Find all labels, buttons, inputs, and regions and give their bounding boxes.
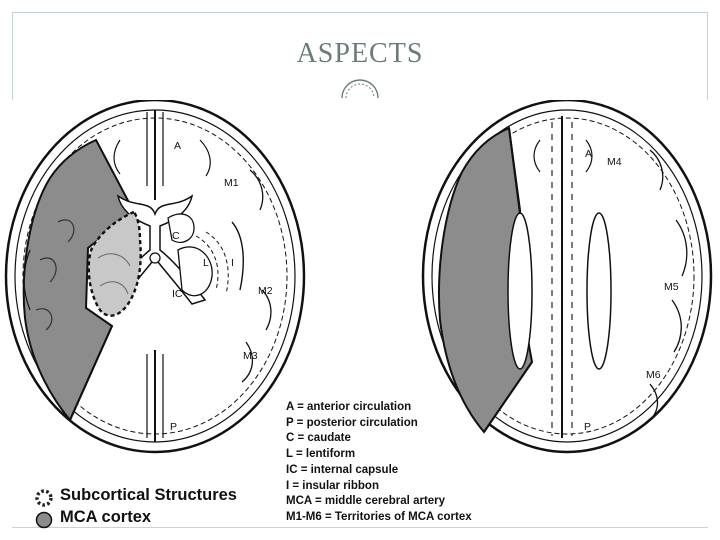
- legend-line: I = insular ribbon: [286, 479, 379, 492]
- legend-line: L = lentiform: [286, 448, 356, 461]
- dotted-circle-icon: [35, 489, 53, 507]
- key-subcortical-label: Subcortical Structures: [60, 486, 237, 504]
- left-brain-slice: [4, 100, 306, 454]
- legend-line: MCA = middle cerebral artery: [286, 495, 446, 508]
- legend-line: M1-M6 = Territories of MCA cortex: [286, 510, 472, 523]
- gray-circle-icon: [35, 511, 53, 529]
- key-mca-cortex-label: MCA cortex: [60, 508, 152, 526]
- label-m1: M1: [224, 177, 239, 189]
- slide-title: ASPECTS: [296, 38, 424, 69]
- label-c: C: [172, 230, 180, 242]
- legend-line: P = posterior circulation: [286, 416, 418, 429]
- frame-left-line: [12, 12, 13, 100]
- label-m3: M3: [243, 350, 258, 362]
- label-m5: M5: [664, 281, 679, 293]
- label-i: I: [231, 257, 234, 269]
- frame-top-line: [12, 12, 708, 13]
- label-m2: M2: [258, 285, 273, 297]
- label-l: L: [203, 257, 209, 269]
- label-p-right: P: [584, 421, 591, 433]
- legend-line: A = anterior circulation: [286, 401, 412, 413]
- arch-ornament-icon: [341, 79, 379, 99]
- right-brain-slice: [421, 100, 713, 454]
- mca-cortex-region-left: [22, 138, 136, 422]
- subcortical-region-left: [87, 210, 142, 317]
- label-a-left: A: [174, 140, 181, 152]
- abbreviation-legend: A = anterior circulation P = posterior c…: [286, 400, 472, 526]
- label-a-right: A: [585, 148, 592, 160]
- label-m4: M4: [607, 156, 622, 168]
- frame-bottom-line: [12, 527, 708, 528]
- legend-line: C = caudate: [286, 432, 351, 445]
- label-ic: IC: [172, 288, 183, 300]
- legend-line: IC = internal capsule: [286, 463, 399, 476]
- label-m6: M6: [646, 369, 661, 381]
- label-p-left: P: [170, 421, 177, 433]
- frame-right-line: [707, 12, 708, 100]
- aspects-diagram: A M1 C L I IC M2 M3 P A M4 M5 M6 P: [4, 100, 713, 454]
